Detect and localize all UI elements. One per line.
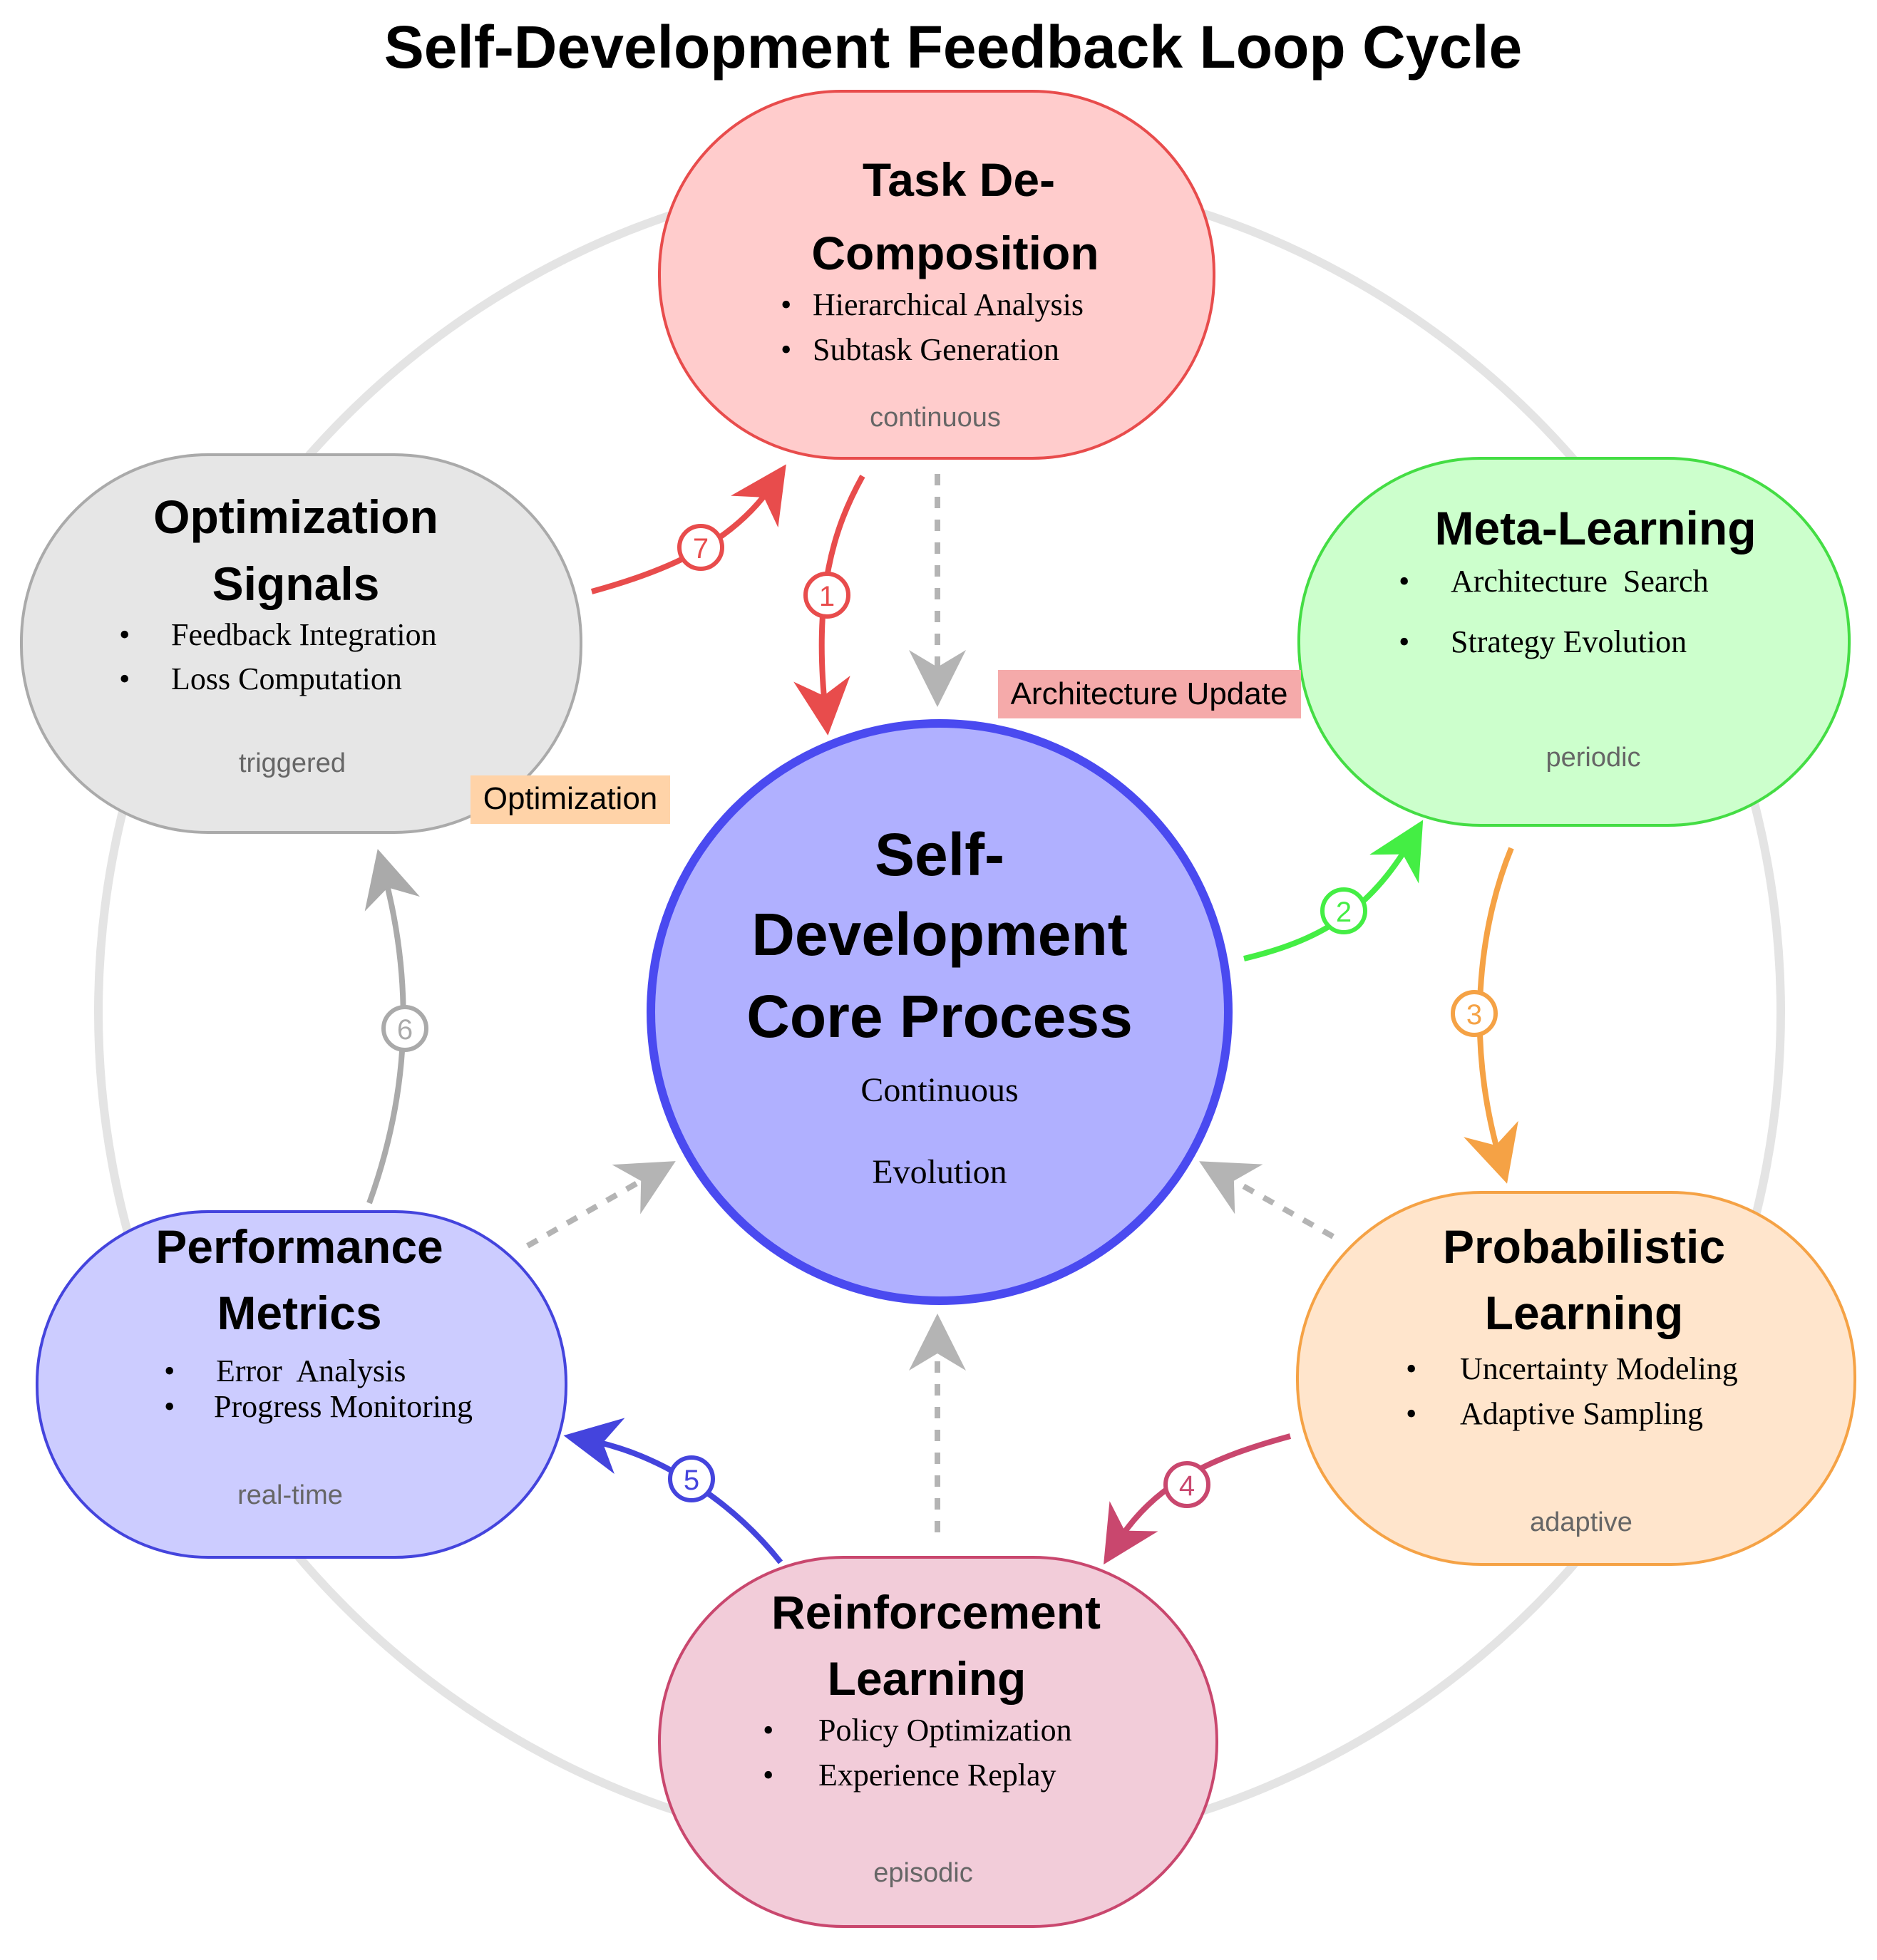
node-task-title-line-2: Composition (811, 227, 1099, 279)
node-perf-tag: real-time (237, 1480, 343, 1510)
step-badge-6: 6 (381, 1005, 428, 1052)
node-meta-tag: periodic (1546, 743, 1640, 773)
label-optimization: Optimization (470, 775, 670, 824)
step-number-3: 3 (1466, 999, 1482, 1031)
center-core-process[interactable]: Self- Development Core Process Continuou… (647, 719, 1233, 1305)
node-meta-title-line-1: Meta-Learning (1434, 502, 1756, 555)
node-rl-title-line-1: Reinforcement (771, 1586, 1101, 1639)
step-number-2: 2 (1336, 897, 1352, 928)
node-prob-bullet-dot-1: • (1406, 1351, 1416, 1386)
node-reinforcement-learning[interactable]: Reinforcement Learning • Policy Optimiza… (658, 1556, 1218, 1928)
step-badge-1: 1 (803, 572, 850, 619)
node-opt-title-line-1: Optimization (153, 490, 438, 543)
center-title-line-1: Self- (875, 821, 1004, 888)
node-perf-bullet-dot-1: • (164, 1353, 175, 1388)
step-number-6: 6 (397, 1014, 413, 1046)
arrow-step-3 (1464, 847, 1518, 1184)
node-meta-learning[interactable]: Meta-Learning • Architecture Search • St… (1297, 457, 1851, 827)
node-task-title-line-1: Task De- (863, 153, 1055, 206)
node-rl-tag: episodic (873, 1858, 972, 1888)
node-task-bullet-dot-1: • (781, 287, 791, 322)
node-probabilistic-learning[interactable]: Probabilistic Learning • Uncertainty Mod… (1296, 1191, 1856, 1566)
center-subtitle-line-1: Continuous (860, 1071, 1018, 1109)
node-prob-shape (1296, 1191, 1856, 1566)
node-rl-bullet-dot-1: • (763, 1713, 773, 1748)
label-optimization-text: Optimization (483, 781, 658, 816)
step-number-5: 5 (684, 1465, 699, 1496)
node-rl-bullet-2: Experience Replay (818, 1758, 1056, 1793)
step-number-1: 1 (819, 581, 835, 612)
step-badge-7: 7 (677, 524, 724, 571)
node-meta-shape (1297, 457, 1851, 827)
center-subtitle-line-2: Evolution (872, 1153, 1007, 1191)
node-rl-title-line-2: Learning (828, 1652, 1027, 1705)
node-opt-bullet-1: Feedback Integration (171, 617, 437, 652)
arrow-step-1 (793, 475, 865, 736)
node-opt-bullet-dot-2: • (119, 661, 130, 696)
label-architecture-update-text: Architecture Update (1011, 676, 1288, 711)
node-prob-title-line-1: Probabilistic (1443, 1220, 1725, 1273)
node-meta-bullet-dot-2: • (1399, 624, 1409, 659)
node-perf-shape (36, 1210, 567, 1559)
node-prob-bullet-dot-2: • (1406, 1396, 1416, 1431)
node-opt-shape (20, 453, 582, 834)
node-rl-bullet-dot-2: • (763, 1758, 773, 1793)
node-task-bullet-2: Subtask Generation (813, 332, 1059, 367)
dotted-arrow-prob-to-center (1199, 1161, 1335, 1239)
node-rl-shape (658, 1556, 1218, 1928)
step-badge-5: 5 (668, 1455, 715, 1502)
center-title-line-2: Development (751, 901, 1127, 968)
node-performance-metrics[interactable]: Performance Metrics • Error Analysis • P… (36, 1210, 567, 1559)
dotted-arrow-perf-to-center (526, 1161, 676, 1249)
node-task-bullet-1: Hierarchical Analysis (813, 287, 1084, 322)
center-title-line-3: Core Process (746, 983, 1133, 1050)
node-prob-bullet-1: Uncertainty Modeling (1460, 1351, 1738, 1386)
node-rl-bullet-1: Policy Optimization (818, 1713, 1072, 1748)
node-perf-bullet-1: Error Analysis (216, 1353, 406, 1388)
node-opt-tag: triggered (239, 748, 346, 778)
node-optimization-signals[interactable]: Optimization Signals • Feedback Integrat… (20, 453, 582, 834)
node-perf-title-line-1: Performance (155, 1220, 443, 1273)
node-perf-title-line-2: Metrics (217, 1286, 381, 1339)
node-meta-bullet-dot-1: • (1399, 564, 1409, 599)
node-perf-bullet-2: Progress Monitoring (214, 1389, 473, 1424)
step-number-7: 7 (693, 533, 709, 564)
center-circle-shape (647, 719, 1233, 1305)
step-number-4: 4 (1179, 1470, 1195, 1502)
node-task-decomposition[interactable]: Task De- Composition • Hierarchical Anal… (658, 90, 1215, 460)
node-meta-bullet-1: Architecture Search (1451, 564, 1709, 599)
step-badge-2: 2 (1320, 887, 1367, 934)
diagram-title: Self-Development Feedback Loop Cycle (384, 14, 1522, 81)
node-opt-title-line-2: Signals (212, 557, 380, 610)
label-optimization-bg (470, 775, 670, 824)
node-task-tag: continuous (870, 403, 1001, 433)
node-opt-bullet-dot-1: • (119, 617, 130, 652)
node-prob-title-line-2: Learning (1485, 1286, 1684, 1339)
label-architecture-update: Architecture Update (998, 670, 1301, 718)
node-prob-bullet-2: Adaptive Sampling (1460, 1396, 1703, 1431)
step-badge-4: 4 (1163, 1461, 1210, 1508)
node-perf-bullet-dot-2: • (164, 1389, 175, 1424)
node-opt-bullet-2: Loss Computation (171, 661, 402, 696)
label-architecture-update-bg (998, 670, 1301, 718)
node-prob-tag: adaptive (1530, 1507, 1632, 1537)
node-task-bullet-dot-2: • (781, 332, 791, 367)
node-task-shape (658, 90, 1215, 460)
step-badge-3: 3 (1451, 990, 1498, 1037)
node-meta-bullet-2: Strategy Evolution (1451, 624, 1687, 659)
